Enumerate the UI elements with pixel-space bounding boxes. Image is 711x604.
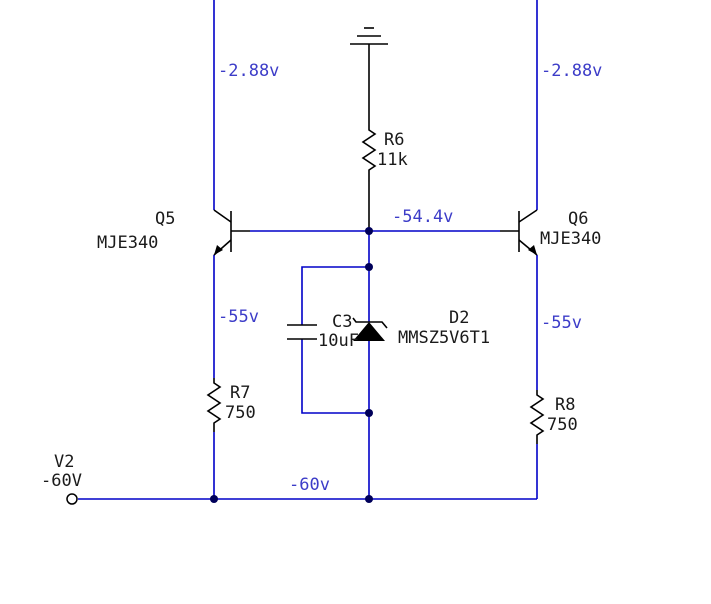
q5-part-label: MJE340	[97, 233, 158, 253]
c3-ref-label: C3	[332, 312, 352, 332]
r7-ref-label: R7	[230, 383, 250, 403]
resistor-r8	[529, 390, 545, 444]
q6-collector-voltage: -2.88v	[541, 61, 602, 81]
q6-emitter-voltage: -55v	[541, 313, 582, 333]
transistor-q5	[213, 209, 250, 256]
resistor-r6	[361, 125, 377, 231]
v2-terminal	[66, 493, 78, 505]
d2-part-label: MMSZ5V6T1	[398, 328, 490, 348]
q5-emitter-voltage: -55v	[218, 307, 259, 327]
q5-collector-voltage: -2.88v	[218, 61, 279, 81]
r8-value-label: 750	[547, 415, 578, 435]
capacitor-c3	[287, 324, 317, 340]
zener-diode-d2	[352, 317, 388, 341]
junction-dots	[210, 227, 373, 503]
ground-symbol	[350, 27, 388, 125]
wire-cap-bottom	[301, 339, 369, 414]
junction-dot	[365, 409, 373, 417]
base-node-voltage: -54.4v	[392, 207, 453, 227]
d2-ref-label: D2	[449, 308, 469, 328]
c3-value-label: 10uF	[318, 331, 359, 351]
wires	[78, 0, 538, 500]
rail-voltage: -60v	[289, 475, 330, 495]
r7-value-label: 750	[225, 403, 256, 423]
q6-ref-label: Q6	[568, 209, 588, 229]
wire-cap-top	[301, 266, 369, 325]
v2-ref-label: V2	[54, 452, 74, 472]
v2-value-label: -60V	[41, 471, 82, 491]
junction-dot	[365, 495, 373, 503]
q6-part-label: MJE340	[540, 229, 601, 249]
junction-dot	[210, 495, 218, 503]
resistor-r7	[206, 378, 222, 432]
r6-value-label: 11k	[377, 150, 408, 170]
r6-ref-label: R6	[384, 130, 404, 150]
q5-ref-label: Q5	[155, 209, 175, 229]
r8-ref-label: R8	[555, 395, 575, 415]
junction-dot	[365, 263, 373, 271]
transistor-q6	[500, 209, 538, 256]
junction-dot	[365, 227, 373, 235]
